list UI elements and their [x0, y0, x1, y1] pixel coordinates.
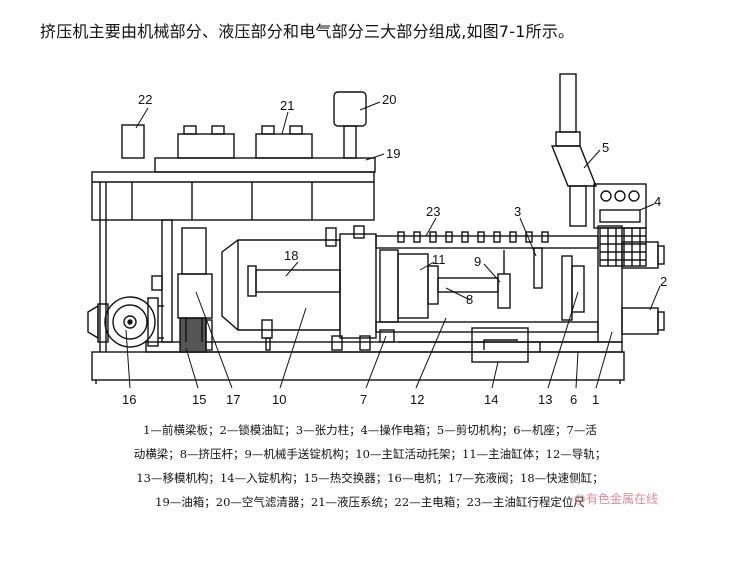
callout-10: 10 [272, 392, 286, 407]
caption-line: 19—油箱；20—空气滤清器；21—液压系统；22—主电箱；23—主油缸行程定位… [155, 495, 585, 509]
callout-6: 6 [570, 392, 577, 407]
callout-15: 15 [192, 392, 206, 407]
intro-text: 挤压机主要由机械部分、液压部分和电气部分三大部分组成,如图7-1所示。 [40, 22, 575, 41]
extrusion-rod [437, 277, 499, 293]
hydraulic-system [177, 125, 313, 159]
main-electric-box [121, 124, 145, 159]
billet-manipulator [497, 250, 511, 309]
billet-feeder [471, 327, 529, 363]
callout-20: 20 [382, 92, 396, 107]
caption-line: 13—移模机构；14—入锭机构；15—热交换器；16—电机；17—充液阀；18—… [136, 471, 604, 485]
watermark: @有色金属在线 [574, 492, 659, 506]
callout-8: 8 [466, 292, 473, 307]
mold-shift [561, 255, 585, 321]
callout-2: 2 [660, 274, 667, 289]
callout-3: 3 [514, 204, 521, 219]
fast-side-cylinder [247, 265, 341, 351]
lock-cylinder [621, 241, 665, 335]
main-cylinder-carriage [221, 225, 377, 351]
caption-line: 1—前横梁板；2—锁模油缸；3—张力柱；4—操作电箱；5—剪切机构；6—机座；7… [143, 423, 597, 437]
operation-electric-box [593, 183, 647, 267]
callout-16: 16 [122, 392, 136, 407]
main-oil-cylinder [379, 249, 439, 323]
shearing-mechanism [550, 73, 598, 227]
callout-23: 23 [426, 204, 440, 219]
stroke-scale [397, 231, 549, 243]
callout-21: 21 [280, 98, 294, 113]
callout-19: 19 [386, 146, 400, 161]
caption-line: 动横梁；8—挤压杆；9—机械手送锭机构；10—主缸活动托架；11—主油缸体；12… [133, 447, 607, 461]
callout-1: 1 [592, 392, 599, 407]
callout-9: 9 [474, 254, 481, 269]
callout-18: 18 [284, 248, 298, 263]
moving-crosshead [379, 329, 395, 343]
callout-14: 14 [484, 392, 498, 407]
air-filter [333, 91, 367, 159]
callout-17: 17 [226, 392, 240, 407]
machine-bed [91, 341, 625, 384]
callout-13: 13 [538, 392, 552, 407]
callout-22: 22 [138, 92, 152, 107]
callout-4: 4 [654, 194, 661, 209]
motor [87, 296, 164, 348]
oil-tank [91, 157, 376, 352]
tie-bar-insert [533, 247, 543, 289]
callout-labels: 1 2 3 4 5 6 7 8 9 10 11 12 13 14 15 16 1… [122, 92, 667, 407]
fill-valve [151, 219, 213, 343]
callout-7: 7 [360, 392, 367, 407]
callout-5: 5 [602, 140, 609, 155]
figure-caption: 1—前横梁板；2—锁模油缸；3—张力柱；4—操作电箱；5—剪切机构；6—机座；7… [60, 418, 680, 514]
front-platen [597, 225, 623, 343]
callout-11: 11 [432, 252, 446, 267]
callout-12: 12 [410, 392, 424, 407]
leader-lines [125, 101, 661, 389]
